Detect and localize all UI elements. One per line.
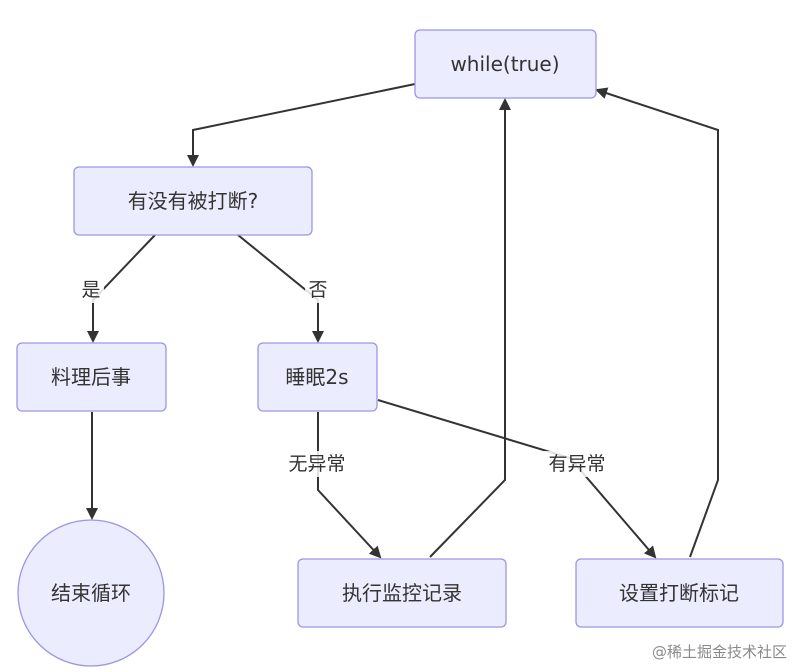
- svg-text:睡眠2s: 睡眠2s: [285, 365, 348, 389]
- node-check-interrupted: 有没有被打断?: [73, 166, 313, 236]
- svg-text:设置打断标记: 设置打断标记: [619, 581, 739, 605]
- edge-loop-to-check: [187, 83, 416, 167]
- edge-label-no: 否: [305, 277, 331, 303]
- node-while-true: while(true): [414, 29, 597, 99]
- node-end-loop: 结束循环: [17, 519, 165, 667]
- node-cleanup: 料理后事: [16, 342, 167, 412]
- svg-text:执行监控记录: 执行监控记录: [342, 581, 462, 605]
- svg-text:否: 否: [308, 279, 327, 301]
- svg-text:料理后事: 料理后事: [51, 365, 131, 389]
- edge-monitor-to-loop: [429, 98, 511, 558]
- node-set-interrupt-flag: 设置打断标记: [575, 558, 784, 628]
- svg-text:是: 是: [81, 279, 100, 301]
- svg-text:结束循环: 结束循环: [51, 581, 131, 605]
- svg-text:无异常: 无异常: [288, 453, 345, 475]
- edge-sleep-to-monitor: [317, 412, 382, 559]
- edge-label-no-exception: 无异常: [280, 451, 354, 477]
- watermark: @稀土掘金技术社区: [651, 643, 787, 661]
- svg-text:有异常: 有异常: [548, 453, 605, 475]
- edge-label-exception: 有异常: [540, 451, 614, 477]
- node-sleep: 睡眠2s: [257, 342, 378, 412]
- edge-sleep-to-setflag: [377, 399, 657, 559]
- node-monitor-record: 执行监控记录: [297, 558, 507, 628]
- edge-label-yes: 是: [78, 277, 104, 303]
- svg-text:while(true): while(true): [450, 52, 559, 76]
- svg-text:有没有被打断?: 有没有被打断?: [128, 189, 259, 213]
- edge-setflag-to-loop: [595, 87, 719, 558]
